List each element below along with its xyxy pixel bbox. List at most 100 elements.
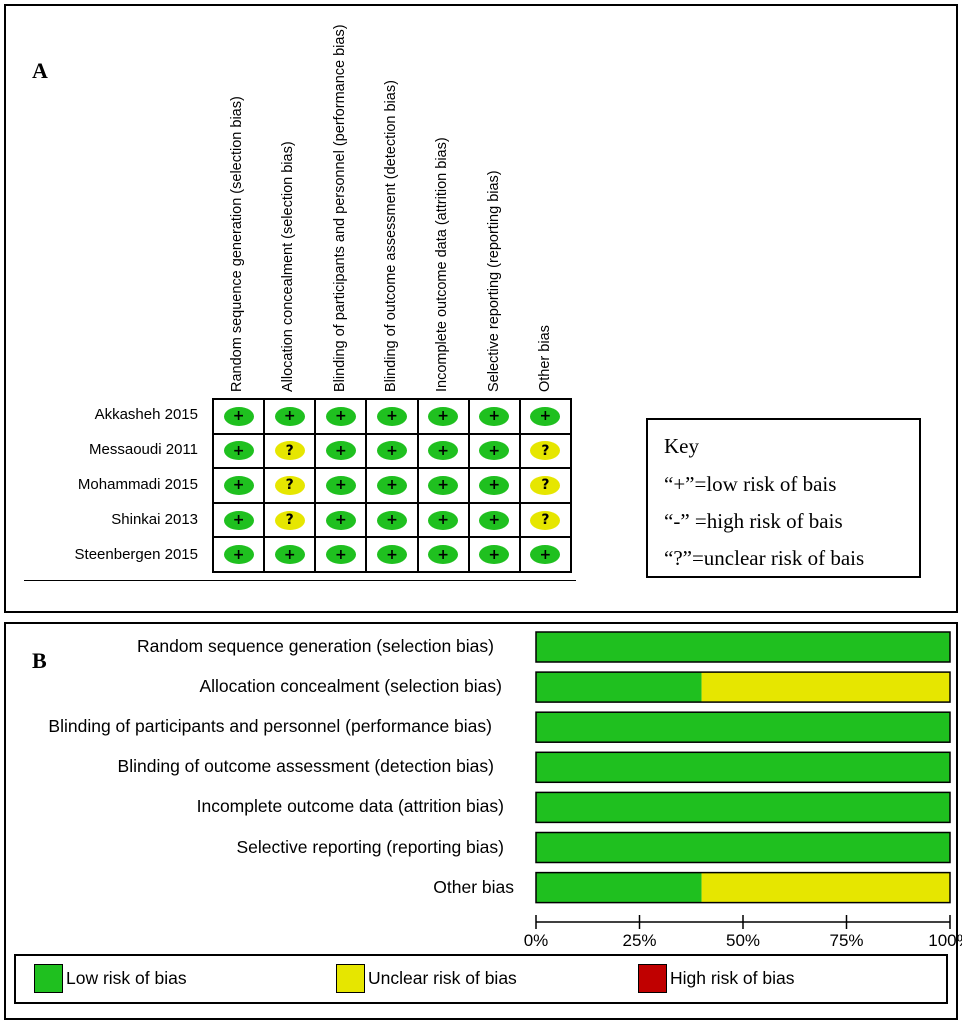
risk-of-bias-grid: ++++++++?++++?+?++++?+?++++?+++++++ xyxy=(212,398,572,573)
judgement-unclear: ? xyxy=(530,475,561,495)
key-line-low: “+”=low risk of bais xyxy=(664,472,837,496)
grid-cell: ? xyxy=(264,433,316,469)
grid-cell: + xyxy=(213,433,265,469)
grid-cell: + xyxy=(264,537,316,572)
grid-cell: + xyxy=(468,433,520,469)
judgement-low: + xyxy=(223,406,254,426)
legend-swatch-high xyxy=(638,964,667,993)
judgement-low: + xyxy=(376,475,407,495)
bar-outline xyxy=(535,631,951,663)
legend-item-low: Low risk of bias xyxy=(34,964,187,993)
bar-category-label-4: Incomplete outcome data (attrition bias) xyxy=(196,796,504,817)
bar-outline xyxy=(535,871,951,904)
bar-segment-low xyxy=(536,792,950,823)
grid-cell: + xyxy=(417,537,469,572)
grid-cell: + xyxy=(417,502,469,538)
judgement-low: + xyxy=(479,510,510,530)
grid-cell: + xyxy=(519,399,571,434)
grid-cell: + xyxy=(366,537,418,572)
legend-swatch-unclear xyxy=(336,964,365,993)
domain-header-6: Other bias xyxy=(537,325,554,392)
stacked-bar-chart xyxy=(535,631,951,929)
domain-header-4: Incomplete outcome data (attrition bias) xyxy=(434,137,451,392)
study-label-2: Mohammadi 2015 xyxy=(77,475,198,493)
judgement-low: + xyxy=(223,510,254,530)
grid-cell: ? xyxy=(264,502,316,538)
judgement-low: + xyxy=(325,545,356,565)
judgement-low: + xyxy=(376,406,407,426)
judgement-low: + xyxy=(479,441,510,461)
legend-label-high: High risk of bias xyxy=(670,968,795,988)
judgement-low: + xyxy=(479,545,510,565)
study-label-4: Steenbergen 2015 xyxy=(74,545,198,563)
legend-label-low: Low risk of bias xyxy=(66,968,187,988)
grid-cell: ? xyxy=(519,502,571,538)
study-label-3: Shinkai 2013 xyxy=(111,510,198,528)
key-line-unclear: “?”=unclear risk of bais xyxy=(664,546,865,570)
domain-header-0: Random sequence generation (selection bi… xyxy=(228,96,245,392)
grid-cell: + xyxy=(315,502,367,538)
judgement-low: + xyxy=(274,406,305,426)
judgement-low: + xyxy=(428,441,459,461)
grid-cell: + xyxy=(468,399,520,434)
grid-cell: + xyxy=(468,468,520,503)
grid-cell: + xyxy=(315,468,367,503)
grid-cell: + xyxy=(417,433,469,469)
grid-cell: + xyxy=(315,433,367,469)
grid-cell: + xyxy=(519,537,571,572)
judgement-unclear: ? xyxy=(274,441,305,461)
domain-header-2: Blinding of participants and personnel (… xyxy=(331,24,348,392)
judgement-low: + xyxy=(376,545,407,565)
grid-cell: ? xyxy=(519,468,571,503)
judgement-low: + xyxy=(325,406,356,426)
grid-cell: + xyxy=(468,502,520,538)
grid-cell: + xyxy=(417,399,469,434)
bar-outline xyxy=(535,791,951,824)
judgement-low: + xyxy=(274,545,305,565)
study-label-1: Messaoudi 2011 xyxy=(89,440,198,458)
grid-cell: + xyxy=(264,399,316,434)
grid-cell: + xyxy=(417,468,469,503)
judgement-low: + xyxy=(530,545,561,565)
bar-outline xyxy=(535,671,951,703)
grid-cell: + xyxy=(468,537,520,572)
grid-underline xyxy=(24,580,576,581)
x-axis-tick-label-1: 25% xyxy=(622,931,657,950)
judgement-low: + xyxy=(376,510,407,530)
panel-b: B Random sequence generation (selection … xyxy=(4,622,962,1020)
x-axis-tick-label-4: 100% xyxy=(928,931,962,950)
legend-item-unclear: Unclear risk of bias xyxy=(336,964,517,993)
bar-outline xyxy=(535,831,951,864)
judgement-low: + xyxy=(428,406,459,426)
key-box: Key “+”=low risk of bais “-” =high risk … xyxy=(646,418,921,578)
bar-category-label-1: Allocation concealment (selection bias) xyxy=(199,676,502,697)
bar-category-label-3: Blinding of outcome assessment (detectio… xyxy=(117,756,494,777)
bar-segment-low xyxy=(536,752,950,783)
grid-cell: + xyxy=(366,399,418,434)
judgement-unclear: ? xyxy=(530,510,561,530)
bar-category-label-6: Other bias xyxy=(433,876,514,897)
judgement-unclear: ? xyxy=(530,441,561,461)
key-line-high: “-” =high risk of bais xyxy=(664,509,843,533)
judgement-low: + xyxy=(530,406,561,426)
grid-cell: + xyxy=(213,537,265,572)
bar-segment-low xyxy=(536,872,702,903)
judgement-low: + xyxy=(325,475,356,495)
bar-category-label-5: Selective reporting (reporting bias) xyxy=(236,836,505,857)
grid-cell: + xyxy=(213,399,265,434)
judgement-unclear: ? xyxy=(274,475,305,495)
judgement-low: + xyxy=(376,441,407,461)
bar-segment-low xyxy=(536,712,950,743)
panel-b-letter: B xyxy=(32,648,47,673)
domain-header-5: Selective reporting (reporting bias) xyxy=(485,170,502,392)
domain-header-3: Blinding of outcome assessment (detectio… xyxy=(383,80,399,392)
bar-outline xyxy=(535,751,951,784)
judgement-low: + xyxy=(479,406,510,426)
x-axis-tick-label-0: 0% xyxy=(523,931,549,950)
legend-item-high: High risk of bias xyxy=(638,964,795,993)
grid-cell: + xyxy=(366,433,418,469)
grid-cell: + xyxy=(366,502,418,538)
bar-segment-low xyxy=(536,672,702,703)
bar-category-label-0: Random sequence generation (selection bi… xyxy=(136,636,494,656)
grid-cell: ? xyxy=(519,433,571,469)
